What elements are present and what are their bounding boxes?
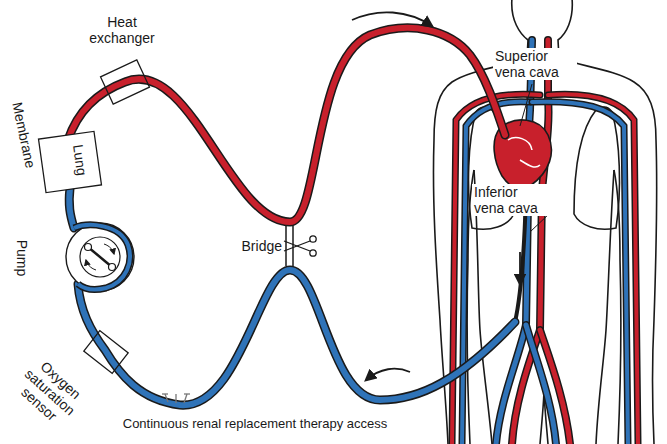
crrt-ports: [162, 394, 190, 403]
component-label: Continuous renal replacement therapy acc…: [120, 416, 390, 432]
blood-vessels: [452, 40, 638, 444]
component-label: Membrane: [7, 89, 41, 180]
component-label: Pump: [14, 233, 30, 283]
leader-line: [520, 84, 532, 126]
pump: [66, 223, 134, 291]
heart-detail: [508, 138, 540, 167]
component-label: Bridge: [222, 238, 282, 254]
component-label: Oxygen saturation sensor: [2, 345, 98, 438]
anatomy-label: Inferior vena cava: [472, 184, 552, 216]
anatomy-label: Superior vena cava: [493, 48, 577, 80]
flow-arrow: [352, 12, 432, 26]
membrane-lung-box: [39, 131, 102, 192]
flow-arrow: [366, 369, 410, 380]
body-outline: [433, 0, 656, 444]
flow-arrow: [519, 252, 521, 284]
oxygen-sensor-box: [84, 331, 128, 374]
circuit-tubing: [68, 28, 515, 405]
component-label: Heat exchanger: [82, 14, 162, 46]
clamp-scissors: [284, 236, 316, 256]
heat-exchanger-box: [101, 60, 150, 104]
bridge-tube: [286, 226, 293, 266]
